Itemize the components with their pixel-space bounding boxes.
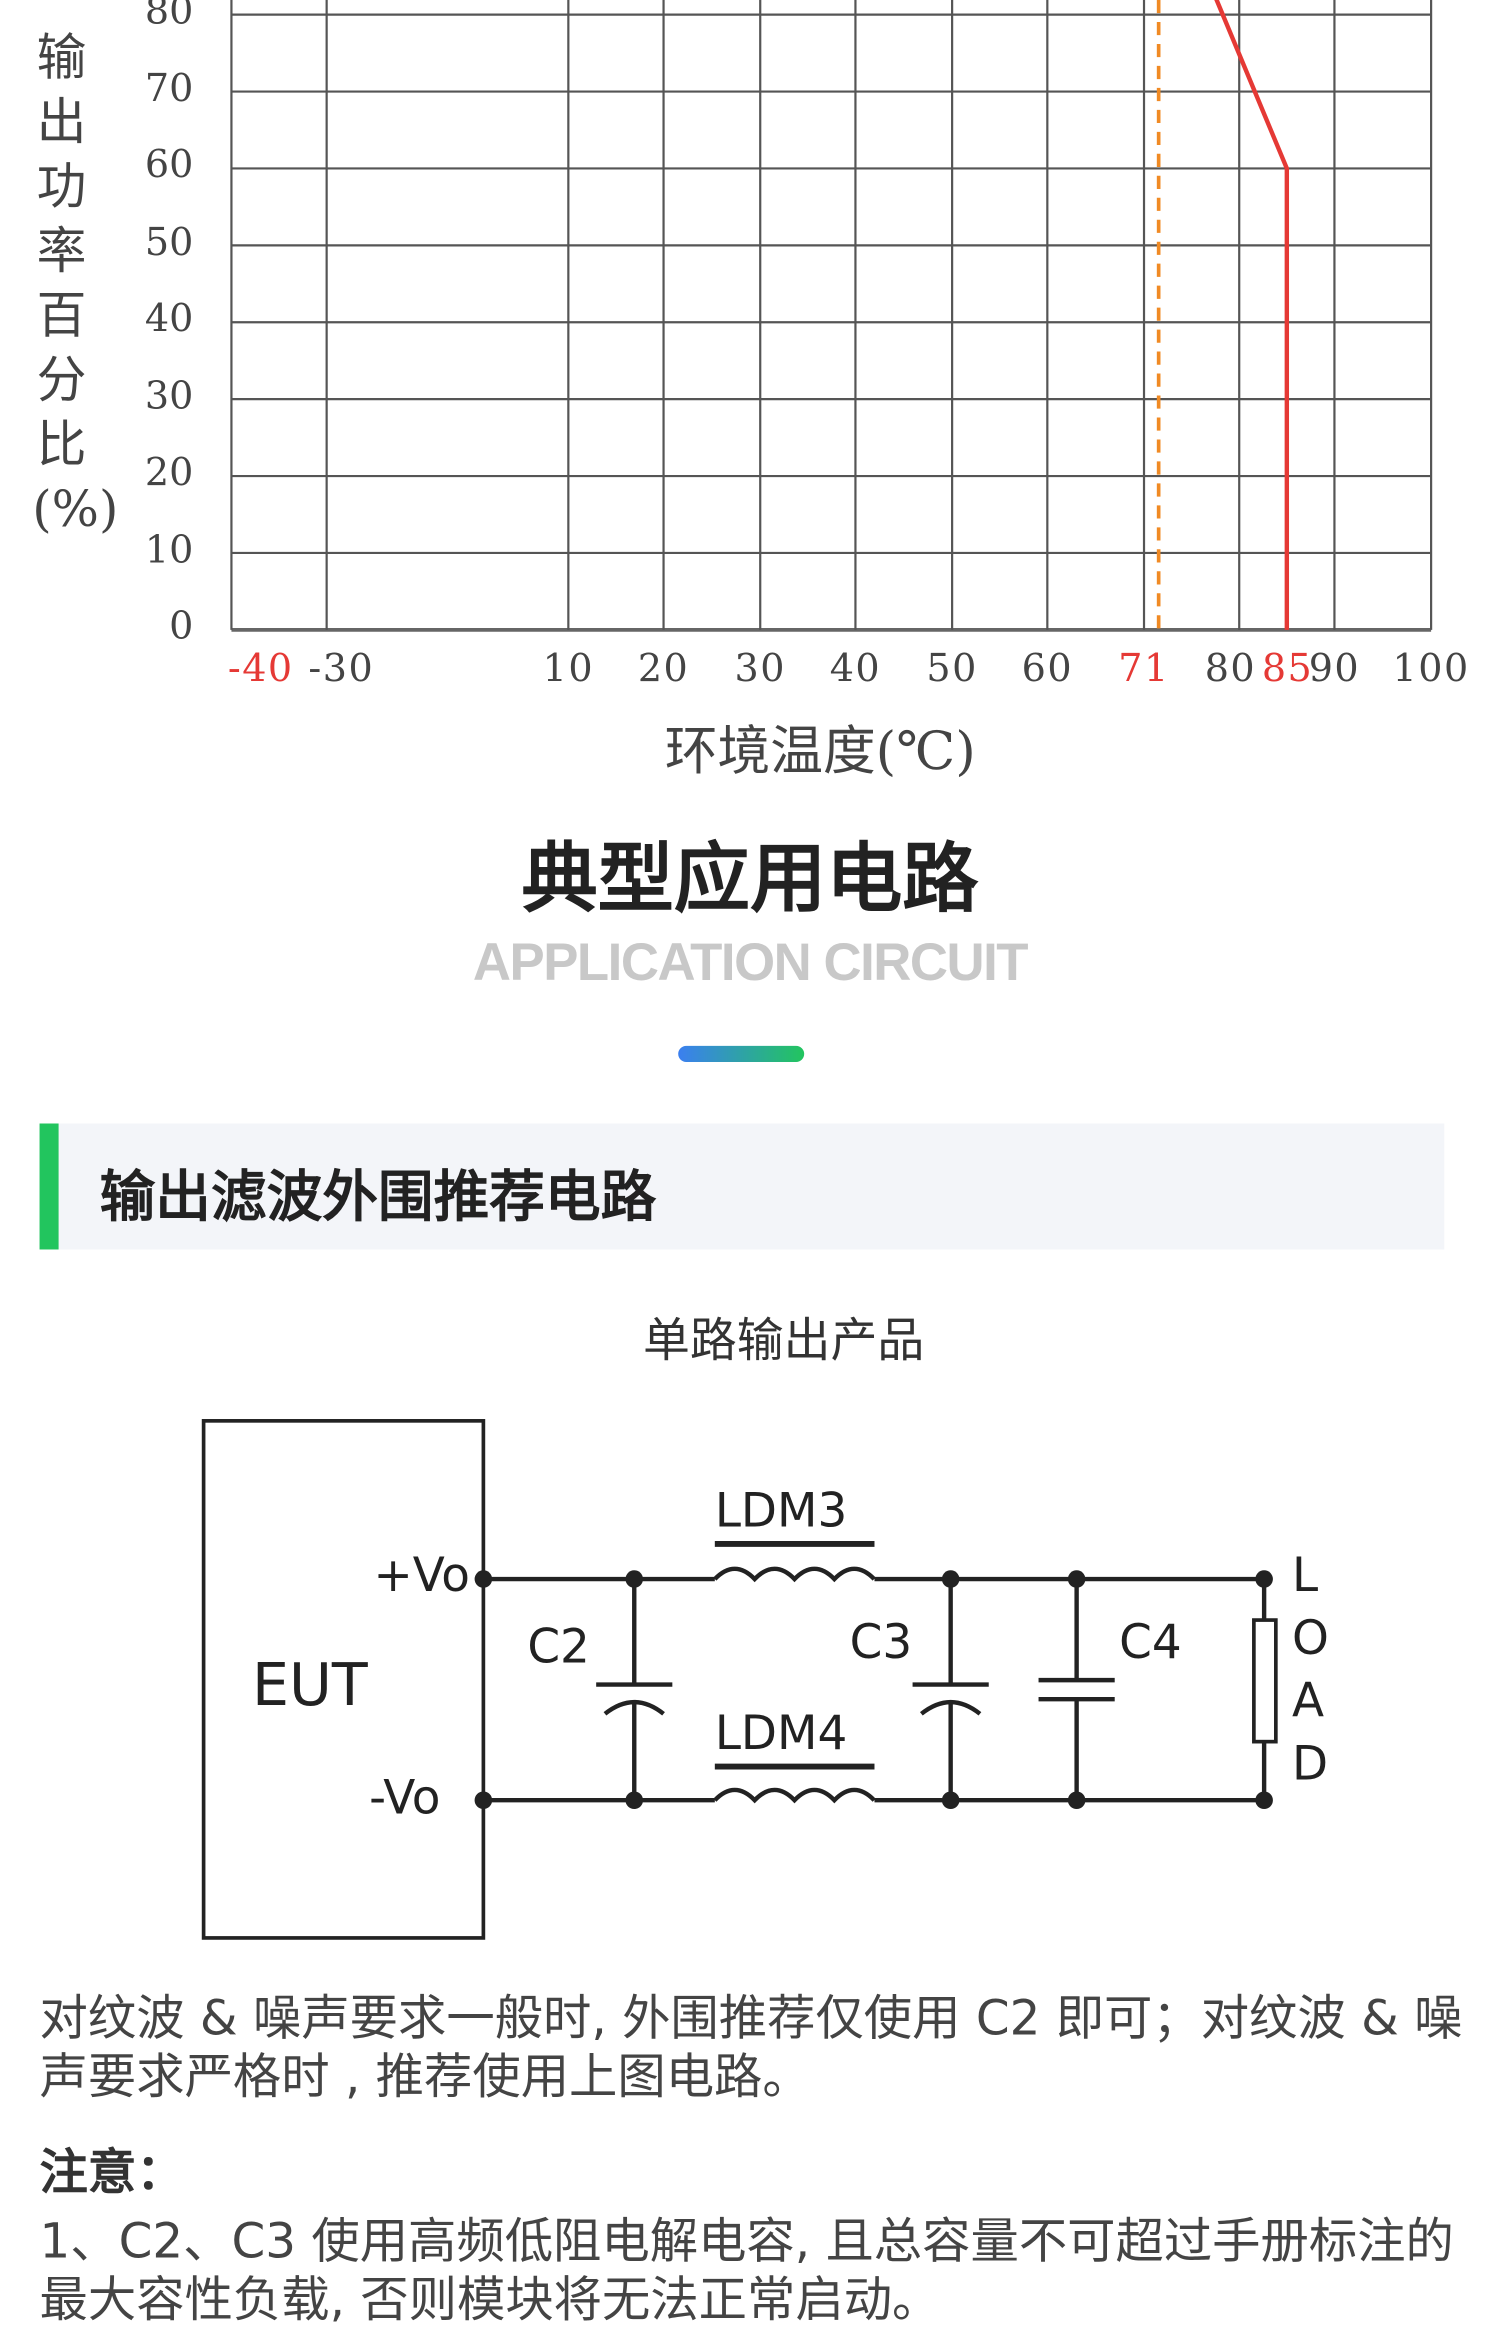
subheading-accent	[39, 1123, 59, 1250]
vo-pos-label: +Vo	[373, 1546, 470, 1603]
c3-label: C3	[849, 1614, 913, 1670]
y-tick-label: 0	[169, 604, 194, 649]
ldm4-label: LDM4	[714, 1705, 848, 1761]
circuit-diagram	[201, 1419, 1278, 1940]
load-resistor	[1252, 1579, 1278, 1801]
y-tick-label: 70	[144, 66, 194, 111]
eut-label: EUT	[251, 1652, 368, 1720]
eut-box	[201, 1419, 486, 1940]
section-subtitle: APPLICATION CIRCUIT	[472, 931, 1029, 992]
x-tick-label: -30	[308, 647, 375, 692]
x-tick-label: 85	[1261, 647, 1314, 692]
y-tick-label: 20	[144, 451, 194, 496]
y-tick-label: 40	[144, 297, 194, 342]
y-tick-label: 60	[144, 143, 194, 188]
circuit-title: 单路输出产品	[643, 1312, 925, 1369]
load-o: O	[1291, 1609, 1329, 1666]
ldm3-label: LDM3	[714, 1482, 848, 1539]
x-tick-label: 40	[829, 647, 882, 692]
x-tick-label: 80	[1204, 647, 1257, 692]
x-tick-label: 90	[1308, 647, 1361, 692]
load-a: A	[1291, 1672, 1325, 1729]
x-tick-label: 10	[542, 647, 595, 692]
subheading-banner	[39, 1123, 1445, 1250]
c4-capacitor	[1038, 1579, 1115, 1801]
y-tick-label: 80	[144, 0, 194, 34]
y-tick-label: 30	[144, 374, 194, 419]
x-tick-label: 50	[926, 647, 978, 692]
note-item-1: 1、C2、C3 使用高频低阻电解电容, 且总容量不可超过手册标注的最大容性负载,…	[39, 2211, 1454, 2328]
y-axis-label: 输出功率百分比(%)	[32, 29, 119, 540]
x-tick-label: 20	[637, 647, 690, 692]
x-tick-label: 60	[1021, 647, 1074, 692]
x-axis-label: 环境温度(℃)	[664, 722, 976, 783]
load-d: D	[1291, 1735, 1329, 1792]
x-tick-label: -40	[227, 647, 294, 692]
vo-neg-label: -Vo	[369, 1769, 441, 1826]
section-accent-bar	[678, 1045, 805, 1062]
x-tick-label: 71	[1118, 647, 1170, 692]
y-tick-label: 10	[144, 528, 194, 573]
load-l: L	[1291, 1546, 1319, 1603]
ldm3-inductor	[713, 1566, 876, 1583]
section-title: 典型应用电路	[521, 836, 979, 925]
c2-label: C2	[527, 1618, 590, 1675]
y-tick-label: 50	[144, 220, 194, 265]
derating-chart	[230, 0, 1433, 632]
c3-capacitor	[912, 1579, 989, 1801]
subheading-text: 输出滤波外围推荐电路	[99, 1164, 657, 1229]
x-tick-label: 100	[1392, 647, 1470, 692]
derating-curve	[1214, 0, 1290, 630]
c4-label: C4	[1119, 1614, 1182, 1670]
c2-capacitor	[596, 1579, 673, 1801]
ldm4-inductor	[713, 1787, 876, 1804]
x-tick-label: 30	[734, 647, 786, 692]
note-heading: 注意：	[39, 2143, 185, 2201]
note-paragraph: 对纹波 & 噪声要求一般时, 外围推荐仅使用 C2 即可；对纹波 & 噪声要求严…	[39, 1989, 1463, 2105]
